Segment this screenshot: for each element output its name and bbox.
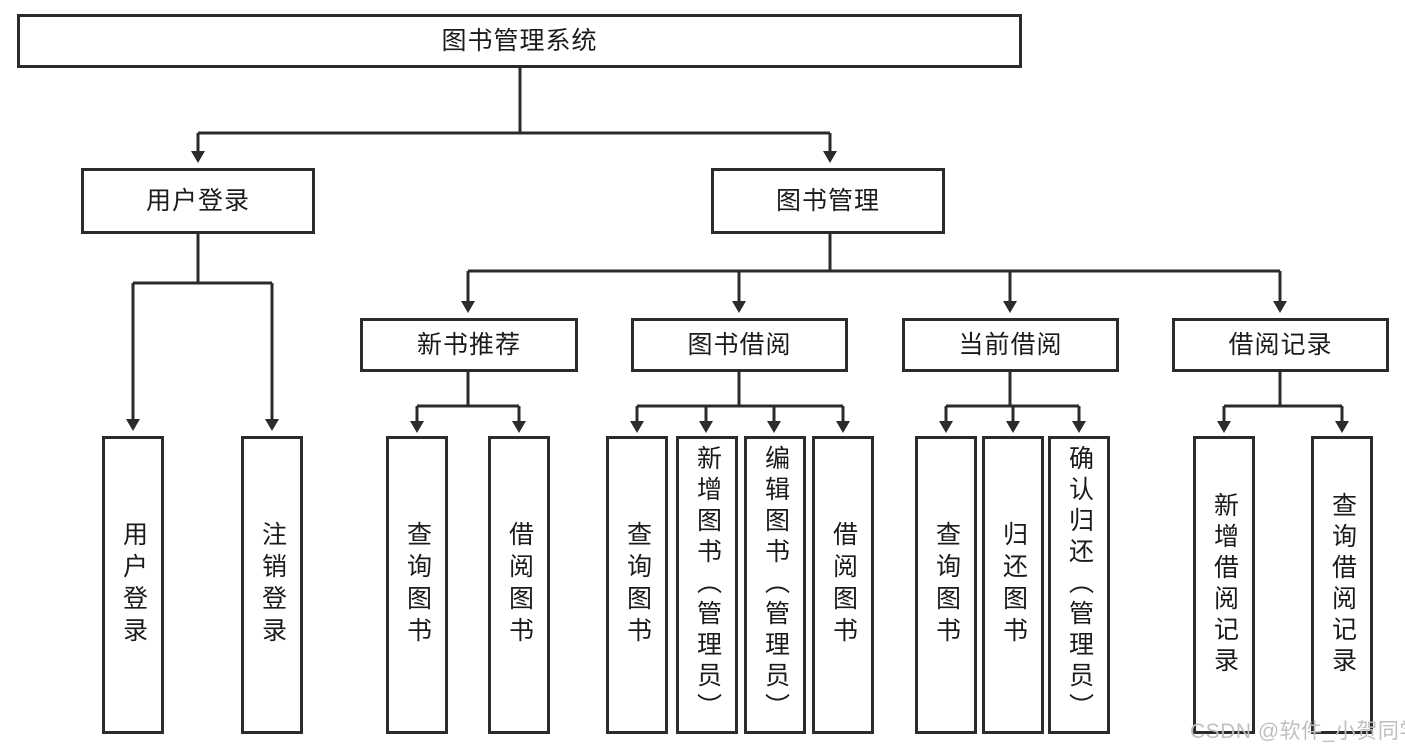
- node-leaf-borrow-book-1[interactable]: 借阅图书: [488, 436, 550, 734]
- node-leaf-add-book[interactable]: 新增图书（管理员）: [676, 436, 738, 734]
- node-leaf-query-book-1[interactable]: 查询图书: [386, 436, 448, 734]
- node-new-book-recommend[interactable]: 新书推荐: [360, 318, 578, 372]
- node-leaf-confirm-return-label: 确认归还（管理员）: [1065, 445, 1094, 724]
- node-user-login-label: 用户登录: [145, 186, 250, 215]
- node-leaf-logout-login-label: 注销登录: [258, 521, 287, 649]
- node-leaf-borrow-book-1-label: 借阅图书: [505, 521, 534, 649]
- node-leaf-query-borrow-record-label: 查询借阅记录: [1328, 492, 1357, 678]
- node-current-borrow-label: 当前借阅: [958, 330, 1063, 359]
- node-leaf-user-login[interactable]: 用户登录: [102, 436, 164, 734]
- node-borrow-record[interactable]: 借阅记录: [1172, 318, 1389, 372]
- node-user-login[interactable]: 用户登录: [81, 168, 315, 234]
- node-leaf-borrow-book-2-label: 借阅图书: [829, 521, 858, 649]
- node-leaf-query-book-2-label: 查询图书: [623, 521, 652, 649]
- node-current-borrow[interactable]: 当前借阅: [902, 318, 1119, 372]
- node-leaf-logout-login[interactable]: 注销登录: [241, 436, 303, 734]
- node-leaf-borrow-book-2[interactable]: 借阅图书: [812, 436, 874, 734]
- node-leaf-add-borrow-record-label: 新增借阅记录: [1210, 492, 1239, 678]
- node-book-borrow-label: 图书借阅: [687, 330, 792, 359]
- node-leaf-query-book-3-label: 查询图书: [932, 521, 961, 649]
- node-root-label: 图书管理系统: [441, 26, 598, 55]
- node-borrow-record-label: 借阅记录: [1228, 330, 1333, 359]
- node-leaf-query-book-2[interactable]: 查询图书: [606, 436, 668, 734]
- node-leaf-query-book-3[interactable]: 查询图书: [915, 436, 977, 734]
- node-leaf-query-book-1-label: 查询图书: [403, 521, 432, 649]
- node-root[interactable]: 图书管理系统: [17, 14, 1022, 68]
- node-book-borrow[interactable]: 图书借阅: [631, 318, 848, 372]
- node-leaf-edit-book-label: 编辑图书（管理员）: [761, 445, 790, 724]
- node-leaf-add-book-label: 新增图书（管理员）: [693, 445, 722, 724]
- node-leaf-query-borrow-record[interactable]: 查询借阅记录: [1311, 436, 1373, 734]
- node-book-manage-label: 图书管理: [775, 186, 880, 215]
- node-leaf-edit-book[interactable]: 编辑图书（管理员）: [744, 436, 806, 734]
- node-leaf-return-book[interactable]: 归还图书: [982, 436, 1044, 734]
- node-leaf-add-borrow-record[interactable]: 新增借阅记录: [1193, 436, 1255, 734]
- watermark: CSDN @软件_小贺同学: [1190, 720, 1405, 743]
- node-leaf-confirm-return[interactable]: 确认归还（管理员）: [1048, 436, 1110, 734]
- node-new-book-recommend-label: 新书推荐: [416, 330, 521, 359]
- node-leaf-return-book-label: 归还图书: [999, 521, 1028, 649]
- node-book-manage[interactable]: 图书管理: [711, 168, 945, 234]
- node-leaf-user-login-label: 用户登录: [119, 521, 148, 649]
